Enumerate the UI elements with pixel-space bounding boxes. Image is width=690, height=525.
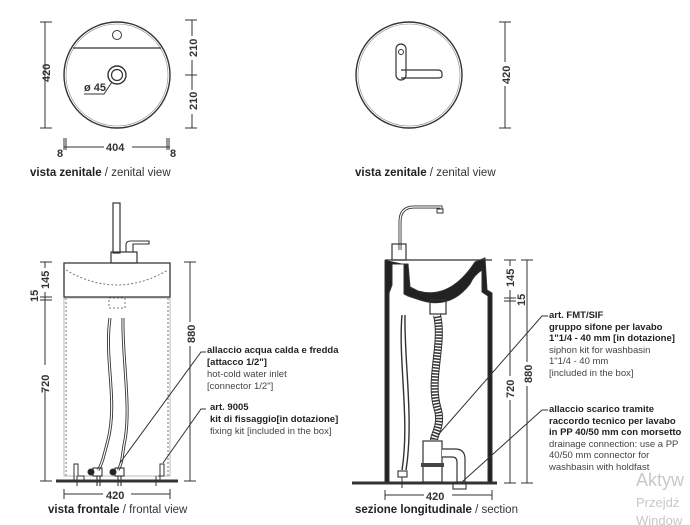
note-siphon-kit: art. FMT/SIF gruppo sifone per lavabo 1"…	[549, 310, 675, 379]
tap-hole	[112, 30, 122, 40]
pedestal-height-dim: 720	[40, 375, 52, 393]
drain-dim: ø 45	[84, 82, 106, 94]
width-dim: 420	[106, 490, 124, 502]
activation-watermark-line-2: Window	[636, 513, 683, 525]
pedestal	[63, 297, 171, 477]
note-drainage: allaccio scarico tramite raccordo tecnic…	[549, 404, 682, 473]
caption-top-left: vista zenitale / zenital view	[30, 167, 171, 179]
hose-hot	[96, 317, 114, 471]
drain-outer	[107, 65, 127, 85]
note-fixing-kit: art. 9005 kit di fissaggio[in dotazione]…	[210, 402, 339, 437]
basin-outline	[355, 21, 463, 129]
caption-top-right: vista zenitale / zenital view	[355, 167, 496, 179]
faucet-base	[110, 251, 138, 264]
height-dim: 420	[41, 64, 53, 82]
activation-watermark-line: Przejdź	[636, 495, 680, 510]
drain-leader	[461, 409, 548, 483]
tap-body	[395, 43, 407, 81]
margin-right-dim: 8	[170, 148, 176, 160]
half-top-dim: 210	[188, 39, 200, 57]
inlet-leader	[119, 351, 206, 464]
note-water-inlet: allaccio acqua calda e fredda [attacco 1…	[207, 345, 339, 392]
drain-leader	[84, 81, 113, 95]
margin-left-dim: 8	[57, 148, 63, 160]
fixing-leader	[162, 408, 206, 464]
width-dim: 404	[106, 142, 125, 154]
top-view-left: ø 45 420 210 210 404 8 8	[40, 19, 200, 160]
height-dim: 420	[501, 66, 513, 84]
front-view: 145 15 720 880 420	[29, 202, 206, 502]
valves	[87, 467, 125, 486]
caption-front: vista frontale / frontal view	[48, 504, 188, 516]
total-height-dim: 880	[523, 365, 535, 383]
faucet-spout	[112, 202, 121, 254]
gap-dim: 15	[516, 294, 528, 306]
siphon-leader	[437, 315, 548, 436]
top-view-right: 420	[355, 21, 513, 129]
basin-height-dim: 145	[40, 271, 52, 289]
siphon-trap	[422, 440, 443, 483]
total-height-dim: 880	[186, 325, 198, 343]
pedestal-height-dim: 720	[505, 380, 517, 398]
basin-section	[384, 257, 493, 484]
drain-fitting	[429, 299, 447, 315]
section-view: 145 15 720 880 420	[352, 205, 548, 503]
faucet-lever	[125, 240, 150, 252]
gap-dim: 15	[29, 290, 41, 302]
hoses	[400, 314, 410, 471]
hose-cold	[116, 317, 129, 471]
basin-front	[63, 262, 171, 298]
half-bottom-dim: 210	[188, 92, 200, 110]
basin-height-dim: 145	[505, 269, 517, 287]
drain-inner	[110, 68, 124, 82]
caption-section: sezione longitudinale / section	[355, 504, 518, 516]
width-dim: 420	[426, 491, 444, 503]
activation-watermark-title: Aktyw	[636, 470, 685, 490]
tap-lever	[401, 69, 443, 79]
siphon-elbow	[442, 448, 466, 483]
basin-outline	[63, 21, 171, 129]
fixing-brackets	[73, 463, 165, 486]
